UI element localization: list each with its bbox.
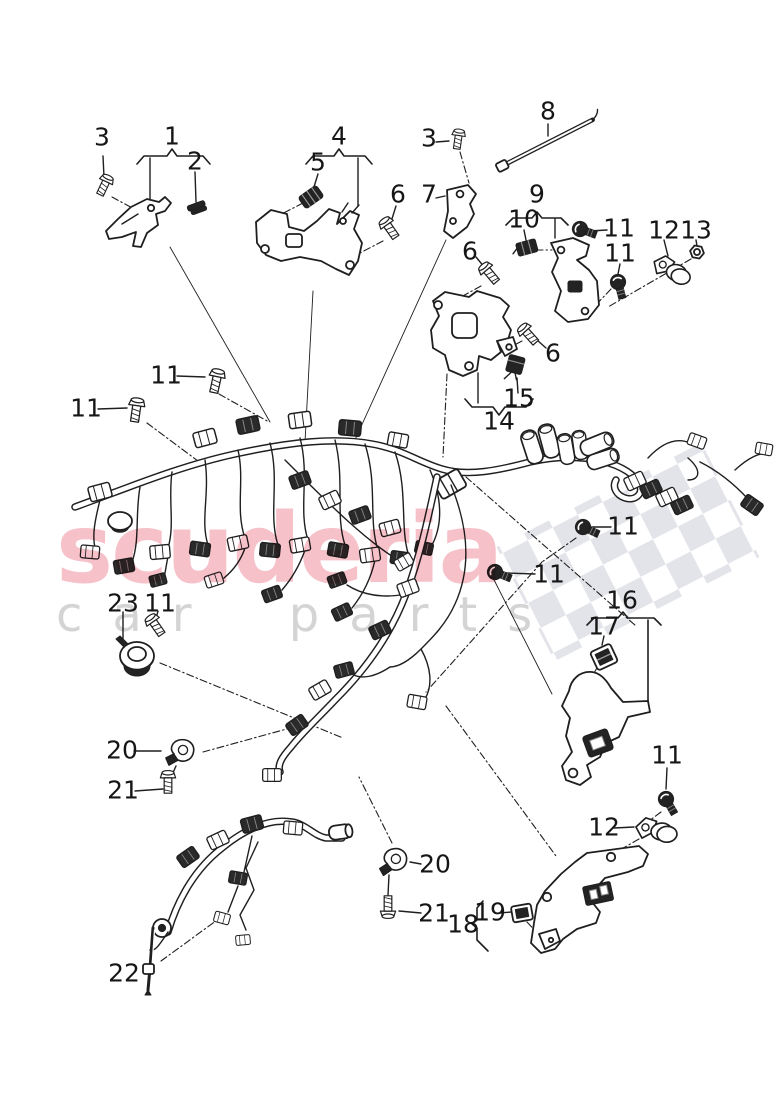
part-screw-6-c (514, 320, 543, 349)
part-clip-5 (298, 185, 324, 209)
callout-label: 7 (421, 180, 437, 209)
part-clip-15 (503, 354, 526, 381)
callout-label: 4 (331, 122, 347, 151)
callout-label: 11 (150, 361, 182, 390)
callout-label: 11 (604, 239, 636, 268)
engine-wiring-harness-main (71, 410, 774, 623)
callout-label: 19 (474, 898, 506, 927)
callout-label: 11 (70, 394, 102, 423)
part-nut-13 (689, 244, 705, 260)
part-bracket-18 (530, 845, 649, 954)
part-clip-19 (510, 902, 534, 924)
watermark-carparts-text: car parts (56, 587, 562, 643)
callout-label: 8 (540, 97, 556, 126)
callout-label: 22 (108, 959, 140, 988)
callout-label: 15 (503, 384, 535, 413)
brand-watermark: car parts scuderia (56, 493, 562, 643)
callout-label: 20 (106, 736, 138, 765)
part-screw-21-left (159, 769, 177, 794)
part-cable-tie-8 (495, 108, 599, 173)
callout-label: 6 (390, 180, 406, 209)
part-bracket-1 (105, 196, 172, 248)
part-grommet-23 (115, 635, 155, 677)
part-screw-3-right (449, 127, 467, 151)
part-cable-tie-22 (142, 926, 156, 996)
callout-label: 2 (187, 147, 203, 176)
part-screw-3-left (92, 171, 117, 199)
part-clamp-12-a (649, 253, 695, 287)
callout-label: 6 (545, 339, 561, 368)
part-bolt-11-b (125, 396, 147, 424)
watermark-scuderia-text: scuderia (56, 493, 501, 605)
callout-labels: 3 1 2 4 5 6 3 7 8 9 10 11 12 13 11 6 6 1… (70, 97, 712, 988)
callout-label: 6 (462, 237, 478, 266)
callout-label: 3 (421, 124, 437, 153)
callout-label: 18 (447, 910, 479, 939)
callout-label: 14 (483, 407, 515, 436)
part-bracket-14 (430, 290, 518, 377)
part-bolt-11-a (205, 366, 228, 395)
callout-braces (136, 148, 662, 952)
wiring-harness-bottom-left (149, 813, 354, 951)
callout-label: 11 (607, 512, 639, 541)
diagram-line-art (71, 108, 774, 996)
callout-label: 21 (418, 899, 450, 928)
callout-label: 12 (648, 216, 680, 245)
callout-label: 17 (588, 612, 620, 641)
part-clip-17 (589, 643, 619, 671)
part-clamp-20-left (165, 738, 195, 766)
callout-label: 3 (94, 123, 110, 152)
part-clamp-20-right (377, 846, 409, 877)
callout-label: 20 (419, 850, 451, 879)
callout-label: 21 (107, 776, 139, 805)
callout-label: 5 (310, 148, 326, 177)
part-bracket-7 (443, 184, 477, 239)
callout-label: 11 (651, 741, 683, 770)
callout-label: 11 (144, 589, 176, 618)
part-bracket-9 (550, 237, 600, 323)
part-screw-21-right (379, 895, 397, 920)
checkered-flag-graphic (496, 442, 760, 662)
part-clip-10 (512, 238, 539, 257)
part-clip-2 (186, 200, 208, 216)
callout-label: 16 (606, 586, 638, 615)
wiring-harness-branch-lower (262, 473, 467, 783)
callout-label: 11 (603, 214, 635, 243)
part-clamp-12-b (634, 814, 679, 846)
callout-label: 1 (164, 122, 180, 151)
callout-label: 9 (529, 180, 545, 209)
callout-label: 13 (680, 216, 712, 245)
leader-lines-solid (97, 123, 698, 914)
callout-label: 12 (588, 813, 620, 842)
part-bracket-16 (561, 671, 651, 786)
part-bracket-4 (255, 202, 363, 276)
callout-label: 11 (533, 560, 565, 589)
part-screw-6-b (475, 258, 504, 288)
callout-label: 10 (508, 205, 540, 234)
callout-label: 23 (107, 589, 139, 618)
part-screw-6-a (376, 213, 403, 243)
